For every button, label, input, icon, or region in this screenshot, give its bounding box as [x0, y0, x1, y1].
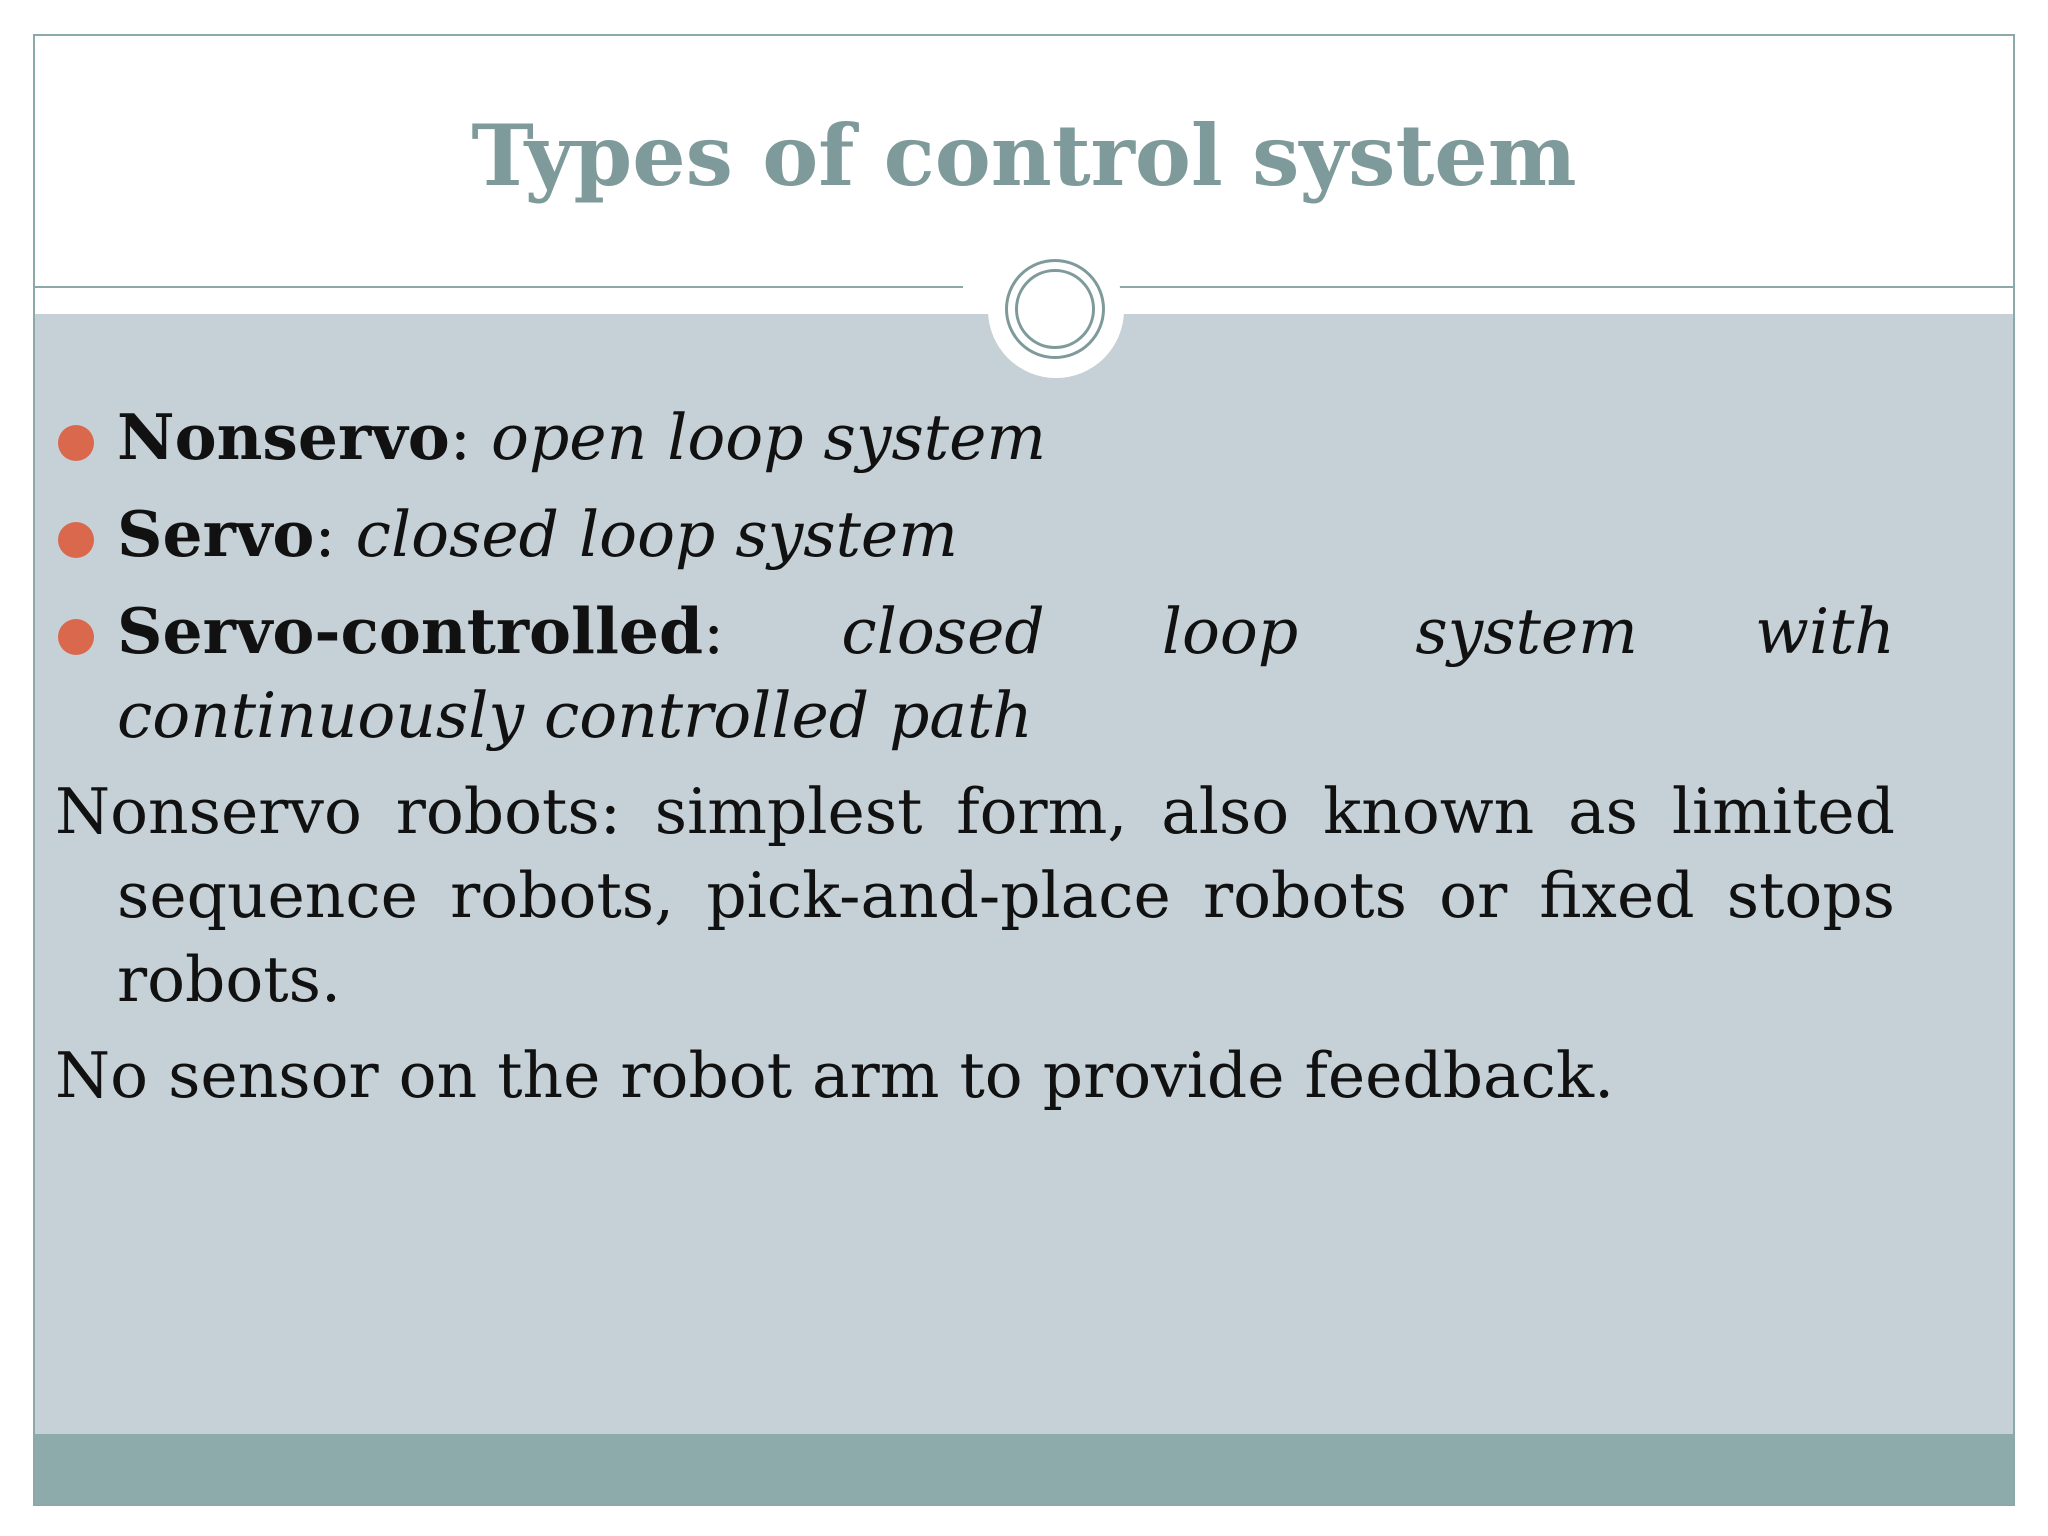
bullet-description: closed loop system with continuously con… [117, 595, 1896, 752]
bullet-separator: : [703, 595, 725, 668]
body-paragraph: No sensor on the robot arm to provide fe… [55, 1039, 1615, 1112]
bullet-description: closed loop system [355, 498, 958, 571]
bullet-term: Servo-controlled [117, 594, 704, 668]
bullet-icon [58, 425, 94, 461]
bullet-term: Nonservo [117, 400, 450, 474]
slide-title: Types of control system [471, 106, 1577, 205]
bullet-item: Servo: closed loop system [55, 492, 1895, 577]
content-area [35, 314, 2013, 1468]
bullet-item: Nonservo: open loop system [55, 395, 1895, 480]
bullet-icon [58, 522, 94, 558]
slide-body: Nonservo: open loop system Servo: closed… [55, 395, 1895, 1130]
bullet-item: Servo-controlled: closed loop system wit… [55, 589, 1895, 758]
double-circle-medallion-icon [1005, 259, 1105, 359]
bullet-separator: : [314, 498, 356, 571]
bullet-icon [58, 619, 94, 655]
divider-line-right [1095, 286, 2013, 288]
title-area: Types of control system [35, 36, 2013, 286]
footer-bar [35, 1434, 2013, 1504]
bullet-separator: : [449, 401, 492, 474]
body-paragraph: Nonservo robots: simplest form, also kno… [55, 775, 1895, 1016]
divider-line-left [35, 286, 963, 288]
medallion-inner-ring [1015, 269, 1095, 349]
bullet-term: Servo [117, 497, 315, 571]
slide: Types of control system [33, 34, 2015, 1506]
bullet-description: open loop system [491, 401, 1047, 474]
